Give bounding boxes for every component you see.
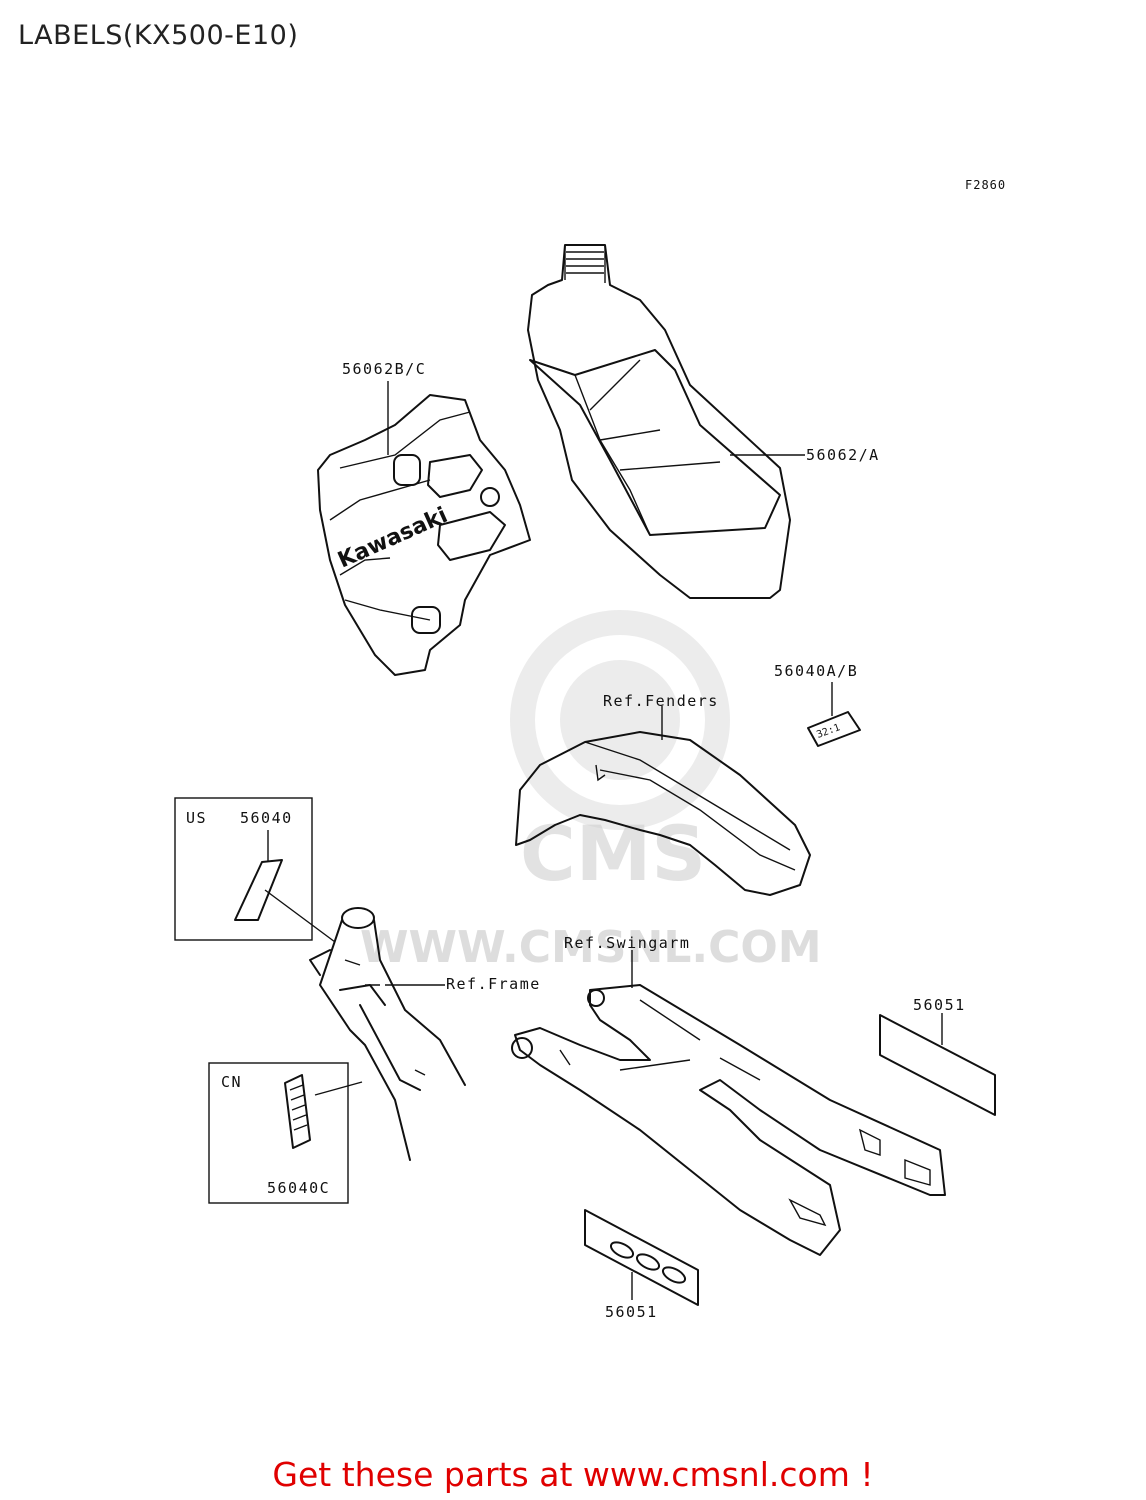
swingarm-label-bottom	[584, 1209, 699, 1306]
figure-code: F2860	[965, 178, 1006, 192]
parts-diagram: CMS WWW.CMSNL.COM F2860 56062/A Kawasaki…	[174, 178, 1006, 1321]
ref-swingarm: Ref.Swingarm	[564, 934, 690, 952]
fuel-tank	[527, 244, 791, 599]
swingarm	[511, 984, 946, 1256]
callout-56062-a: 56062/A	[806, 446, 880, 464]
side-cover: Kawasaki	[317, 394, 531, 676]
callout-56051-bottom: 56051	[605, 1303, 658, 1321]
front-fender	[515, 731, 811, 896]
callout-56051-right: 56051	[913, 996, 966, 1014]
us-label-box: US 56040	[174, 797, 313, 941]
callout-56040c: 56040C	[267, 1179, 330, 1197]
callout-56040-ab: 56040A/B	[774, 662, 858, 680]
watermark-text: WWW.CMSNL.COM	[360, 922, 822, 973]
callout-56040: 56040	[240, 809, 293, 827]
callout-56062-bc: 56062B/C	[342, 360, 426, 378]
ref-fenders: Ref.Fenders	[603, 692, 719, 710]
frame	[309, 907, 466, 1161]
ref-frame: Ref.Frame	[446, 975, 541, 993]
region-cn: CN	[221, 1073, 242, 1091]
cn-label-box: CN 56040C	[208, 1062, 349, 1204]
fuel-mix-sticker: 32:1	[807, 711, 861, 747]
kawasaki-decal-text: Kawasaki	[334, 503, 451, 574]
region-us: US	[186, 809, 207, 827]
watermark: CMS WWW.CMSNL.COM	[360, 610, 822, 973]
page-title: LABELS(KX500-E10)	[18, 20, 299, 51]
swingarm-label-right	[879, 1014, 996, 1116]
footer-link-text[interactable]: Get these parts at www.cmsnl.com !	[272, 1455, 874, 1494]
watermark-logo: CMS	[520, 809, 706, 898]
